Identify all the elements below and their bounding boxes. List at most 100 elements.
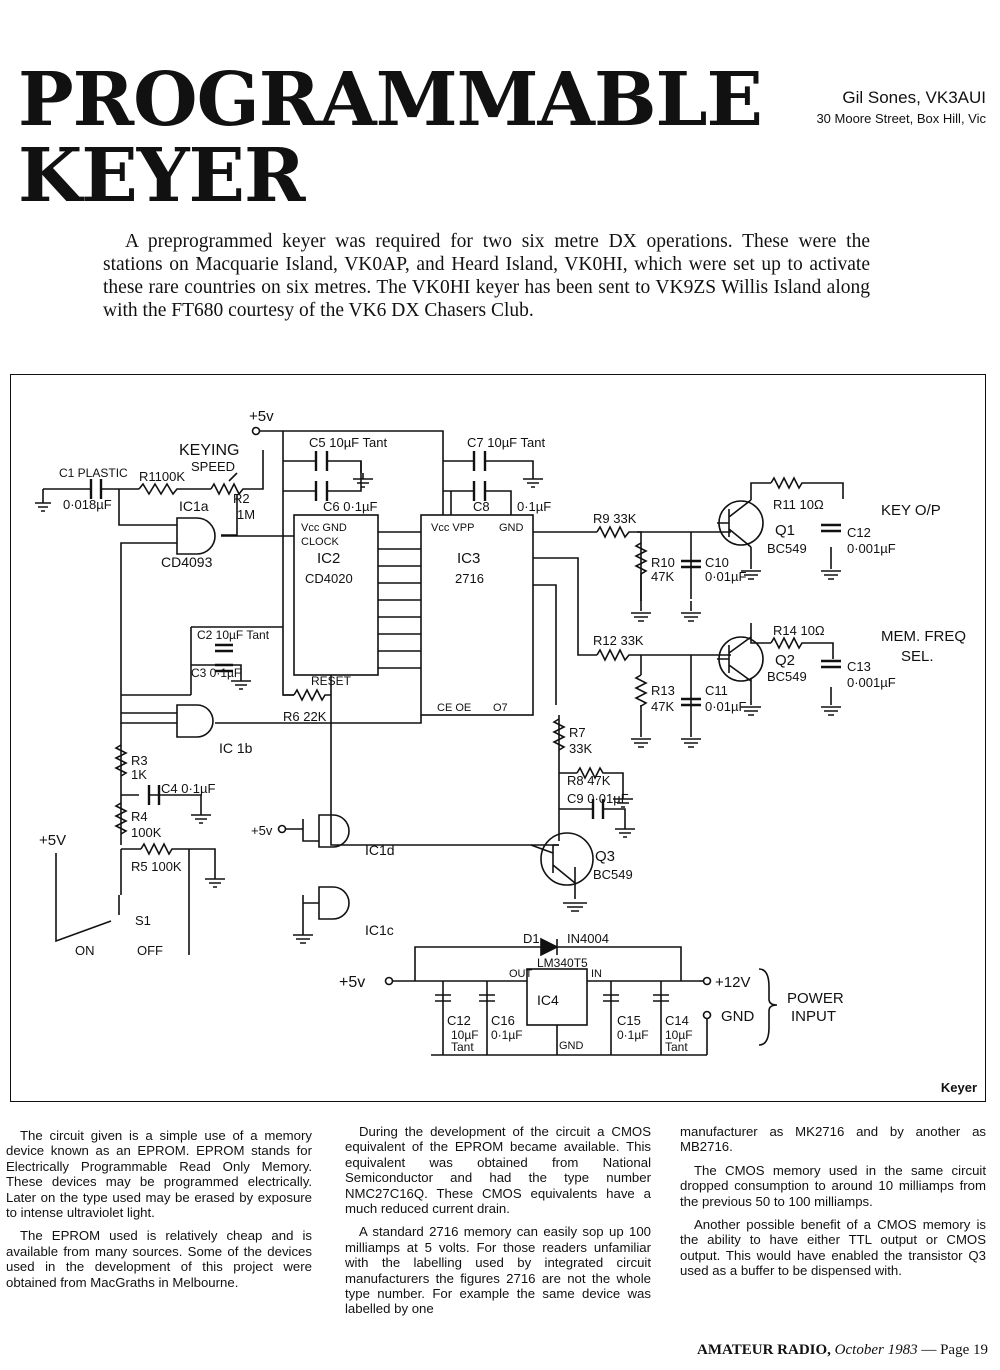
power-bracket bbox=[758, 968, 778, 1046]
label-q1: Q1 bbox=[775, 522, 795, 539]
label-q3: Q3 bbox=[595, 848, 615, 865]
figure-caption: Keyer bbox=[940, 1080, 977, 1095]
label-ic1b: IC 1b bbox=[219, 740, 253, 756]
label-c12b-v2: Tant bbox=[451, 1040, 474, 1054]
label-c14: C14 bbox=[665, 1013, 689, 1028]
label-c2: C2 10µF Tant bbox=[197, 628, 270, 642]
author-name: Gil Sones, VK3AUI bbox=[842, 88, 986, 107]
label-ic3: IC3 bbox=[457, 550, 480, 567]
label-on: ON bbox=[75, 943, 95, 958]
label-c6: C6 0·1µF bbox=[323, 499, 378, 514]
footer-date: October 1983 bbox=[834, 1342, 918, 1358]
label-c5: C5 10µF Tant bbox=[309, 435, 387, 450]
col2-paragraph-1: During the development of the circuit a … bbox=[345, 1124, 651, 1217]
label-vcc-vpp: Vcc VPP bbox=[431, 522, 474, 534]
label-c13-val: 0·001µF bbox=[847, 675, 896, 690]
label-r2: R2 bbox=[233, 491, 250, 506]
label-ic1c: IC1c bbox=[365, 922, 394, 938]
label-c10: C10 bbox=[705, 555, 729, 570]
label-ic3-gnd: GND bbox=[499, 522, 524, 534]
col1-paragraph-2: The EPROM used is relatively cheap and i… bbox=[6, 1228, 312, 1290]
label-plus5-psu: +5v bbox=[339, 974, 365, 991]
transistors bbox=[530, 499, 764, 886]
label-speed: SPEED bbox=[191, 459, 235, 474]
label-r11: R11 10Ω bbox=[773, 497, 824, 512]
label-ic1a: IC1a bbox=[179, 498, 209, 514]
body-column-3: manufacturer as MK2716 and by another as… bbox=[680, 1124, 986, 1287]
label-c3: C3 0·1µF bbox=[191, 666, 241, 680]
label-plus5-ic1d: +5v bbox=[251, 823, 273, 838]
label-c1-val: 0·018µF bbox=[63, 497, 112, 512]
label-q2-type: BC549 bbox=[767, 669, 807, 684]
label-r13: R13 bbox=[651, 683, 675, 698]
label-ic4: IC4 bbox=[537, 992, 559, 1008]
label-plus12: +12V bbox=[715, 974, 750, 991]
label-c11: C11 bbox=[705, 683, 728, 698]
diode bbox=[540, 937, 559, 957]
title-line-1: PROGRAMMABLE bbox=[18, 57, 763, 143]
label-ic4-gnd: GND bbox=[559, 1040, 584, 1052]
label-r1: R1100K bbox=[139, 469, 185, 484]
label-d1-type: IN4004 bbox=[567, 931, 609, 946]
label-o7: O7 bbox=[493, 702, 508, 714]
label-r13-val: 47K bbox=[651, 699, 674, 714]
label-r9: R9 33K bbox=[593, 511, 637, 526]
label-c14-v1: 10µF bbox=[665, 1028, 693, 1042]
col3-paragraph-2: The CMOS memory used in the same circuit… bbox=[680, 1162, 986, 1209]
label-c12-top: C12 bbox=[847, 525, 871, 540]
label-plus5-top: +5v bbox=[249, 408, 274, 425]
label-q1-type: BC549 bbox=[767, 541, 807, 556]
intro-paragraph: A preprogrammed keyer was required for t… bbox=[103, 231, 870, 321]
label-keying: KEYING bbox=[179, 442, 239, 459]
label-c4: C4 0·1µF bbox=[161, 781, 216, 796]
article-title: PROGRAMMABLE KEYER bbox=[18, 57, 763, 219]
body-column-2: During the development of the circuit a … bbox=[345, 1124, 651, 1325]
label-c11-val: 0·01µF bbox=[705, 699, 747, 714]
label-mem2: SEL. bbox=[901, 648, 934, 665]
label-off: OFF bbox=[137, 943, 163, 958]
label-c16-val: 0·1µF bbox=[491, 1028, 523, 1042]
label-in: IN bbox=[591, 968, 602, 980]
label-gnd-psu: GND bbox=[721, 1008, 755, 1025]
label-r2-val: 1M bbox=[237, 507, 255, 522]
label-r8: R8 47K bbox=[567, 773, 611, 788]
resistors bbox=[114, 476, 807, 856]
label-r5: R5 100K bbox=[131, 859, 182, 874]
label-mem1: MEM. FREQ bbox=[881, 628, 966, 645]
label-r12: R12 33K bbox=[593, 633, 644, 648]
label-r4-val: 100K bbox=[131, 825, 162, 840]
label-out: OUT bbox=[509, 968, 533, 980]
label-key-out: KEY O/P bbox=[881, 502, 941, 519]
col3-paragraph-1: manufacturer as MK2716 and by another as… bbox=[680, 1124, 986, 1155]
label-reset: RESET bbox=[311, 674, 352, 688]
label-cd4020: CD4020 bbox=[305, 571, 353, 586]
label-c8: C8 bbox=[473, 499, 490, 514]
label-c10-val: 0·01µF bbox=[705, 569, 747, 584]
label-q3-type: BC549 bbox=[593, 867, 633, 882]
author-block: Gil Sones, VK3AUI 30 Moore Street, Box H… bbox=[816, 88, 986, 126]
label-c1: C1 PLASTIC bbox=[59, 466, 128, 480]
label-ce-oe: CE OE bbox=[437, 702, 471, 714]
label-c16: C16 bbox=[491, 1013, 515, 1028]
label-r14: R14 10Ω bbox=[773, 623, 825, 638]
label-ic3-type: 2716 bbox=[455, 571, 484, 586]
label-d1: D1 bbox=[523, 931, 540, 946]
schematic-diagram: +5v KEYING SPEED C1 PLASTIC 0·018µF R110… bbox=[35, 408, 966, 1056]
labels: +5v KEYING SPEED C1 PLASTIC 0·018µF R110… bbox=[39, 408, 966, 1054]
label-r7: R7 bbox=[569, 725, 586, 740]
footer-magazine: AMATEUR RADIO, bbox=[697, 1342, 831, 1358]
label-r3-val: 1K bbox=[131, 767, 147, 782]
label-lm340: LM340T5 bbox=[537, 956, 588, 970]
label-vcc-gnd: Vcc GND bbox=[301, 522, 347, 534]
author-address: 30 Moore Street, Box Hill, Vic bbox=[816, 111, 986, 126]
label-input: INPUT bbox=[791, 1008, 836, 1025]
label-r7-val: 33K bbox=[569, 741, 592, 756]
label-r10: R10 bbox=[651, 555, 675, 570]
title-line-2: KEYER bbox=[18, 133, 305, 219]
label-clock: CLOCK bbox=[301, 536, 340, 548]
col3-paragraph-3: Another possible benefit of a CMOS memor… bbox=[680, 1217, 986, 1279]
label-c8-val: 0·1µF bbox=[517, 499, 551, 514]
col2-paragraph-2: A standard 2716 memory can easily sop up… bbox=[345, 1224, 651, 1317]
label-c7: C7 10µF Tant bbox=[467, 435, 545, 450]
label-c12b-v1: 10µF bbox=[451, 1028, 479, 1042]
